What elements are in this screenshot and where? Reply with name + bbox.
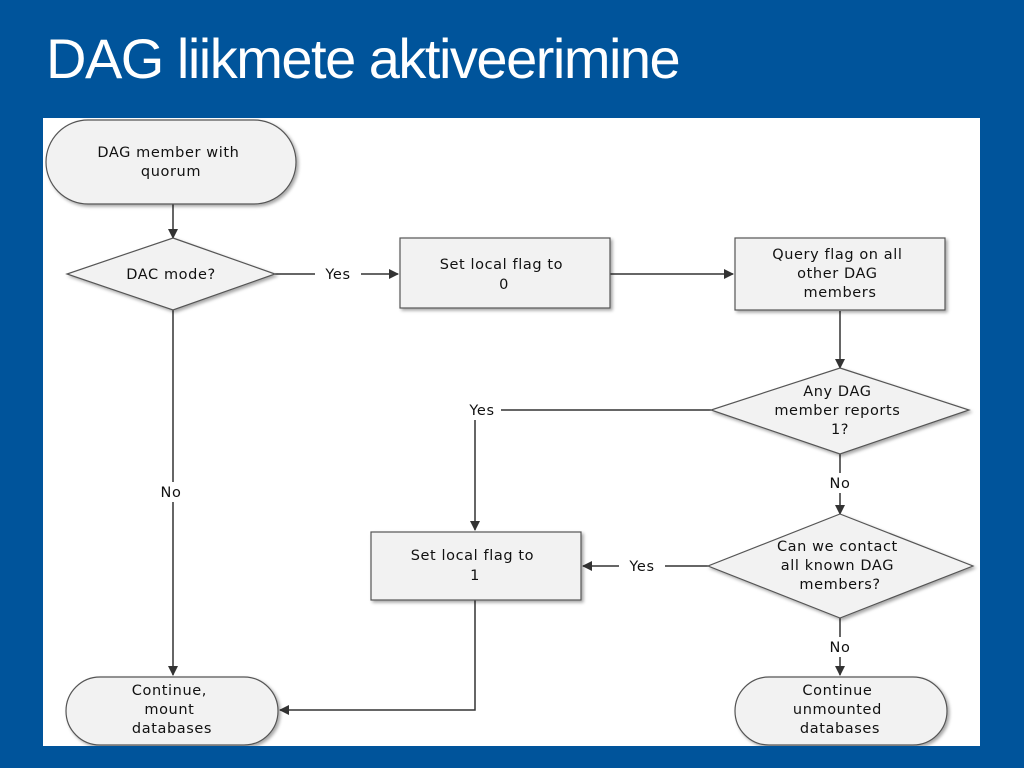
node-set-flag-1-shape (370, 531, 582, 601)
node-can-contact-shape (706, 513, 975, 619)
label-dac-yes: Yes (324, 267, 350, 283)
node-start-shape (45, 119, 297, 205)
node-set-flag-1: Set local flag to 1 (411, 548, 540, 584)
label-reports-no: No (830, 476, 851, 492)
label-dac-no: No (161, 485, 182, 501)
shapes (45, 119, 975, 746)
node-query-flag-shape (734, 237, 946, 311)
node-can-contact: Can we contact all known DAG members? (777, 539, 903, 593)
label-reports-yes: Yes (468, 403, 494, 419)
node-set-flag-0-shape (399, 237, 611, 309)
node-set-flag-0: Set local flag to 0 (440, 257, 569, 293)
node-query-flag: Query flag on all other DAG members (772, 247, 908, 301)
node-continue-mount: Continue, mount databases (132, 683, 212, 737)
edge-labels: Yes Yes No No Yes No (148, 264, 863, 657)
node-any-reports: Any DAG member reports 1? (774, 384, 905, 438)
edge-flag1-to-mount (279, 600, 476, 715)
node-dac-mode: DAC mode? (126, 267, 216, 283)
node-any-reports-shape (709, 367, 971, 455)
slide-title: DAG liikmete aktiveerimine (46, 27, 681, 90)
label-contact-yes: Yes (628, 559, 654, 575)
node-continue-unmount: Continue unmounted databases (793, 683, 887, 737)
node-start: DAG member with quorum (97, 145, 244, 180)
node-continue-unmount-shape (734, 676, 948, 746)
node-dac-mode-shape (65, 237, 277, 311)
flowchart: Yes Yes No No Yes No (45, 119, 975, 746)
node-continue-mount-shape (65, 676, 279, 746)
node-texts: DAG member with quorum DAC mode? Set loc… (97, 145, 908, 737)
flowchart-panel: Yes Yes No No Yes No (43, 118, 980, 746)
edge-reports-yes (470, 409, 711, 531)
label-contact-no: No (830, 640, 851, 656)
